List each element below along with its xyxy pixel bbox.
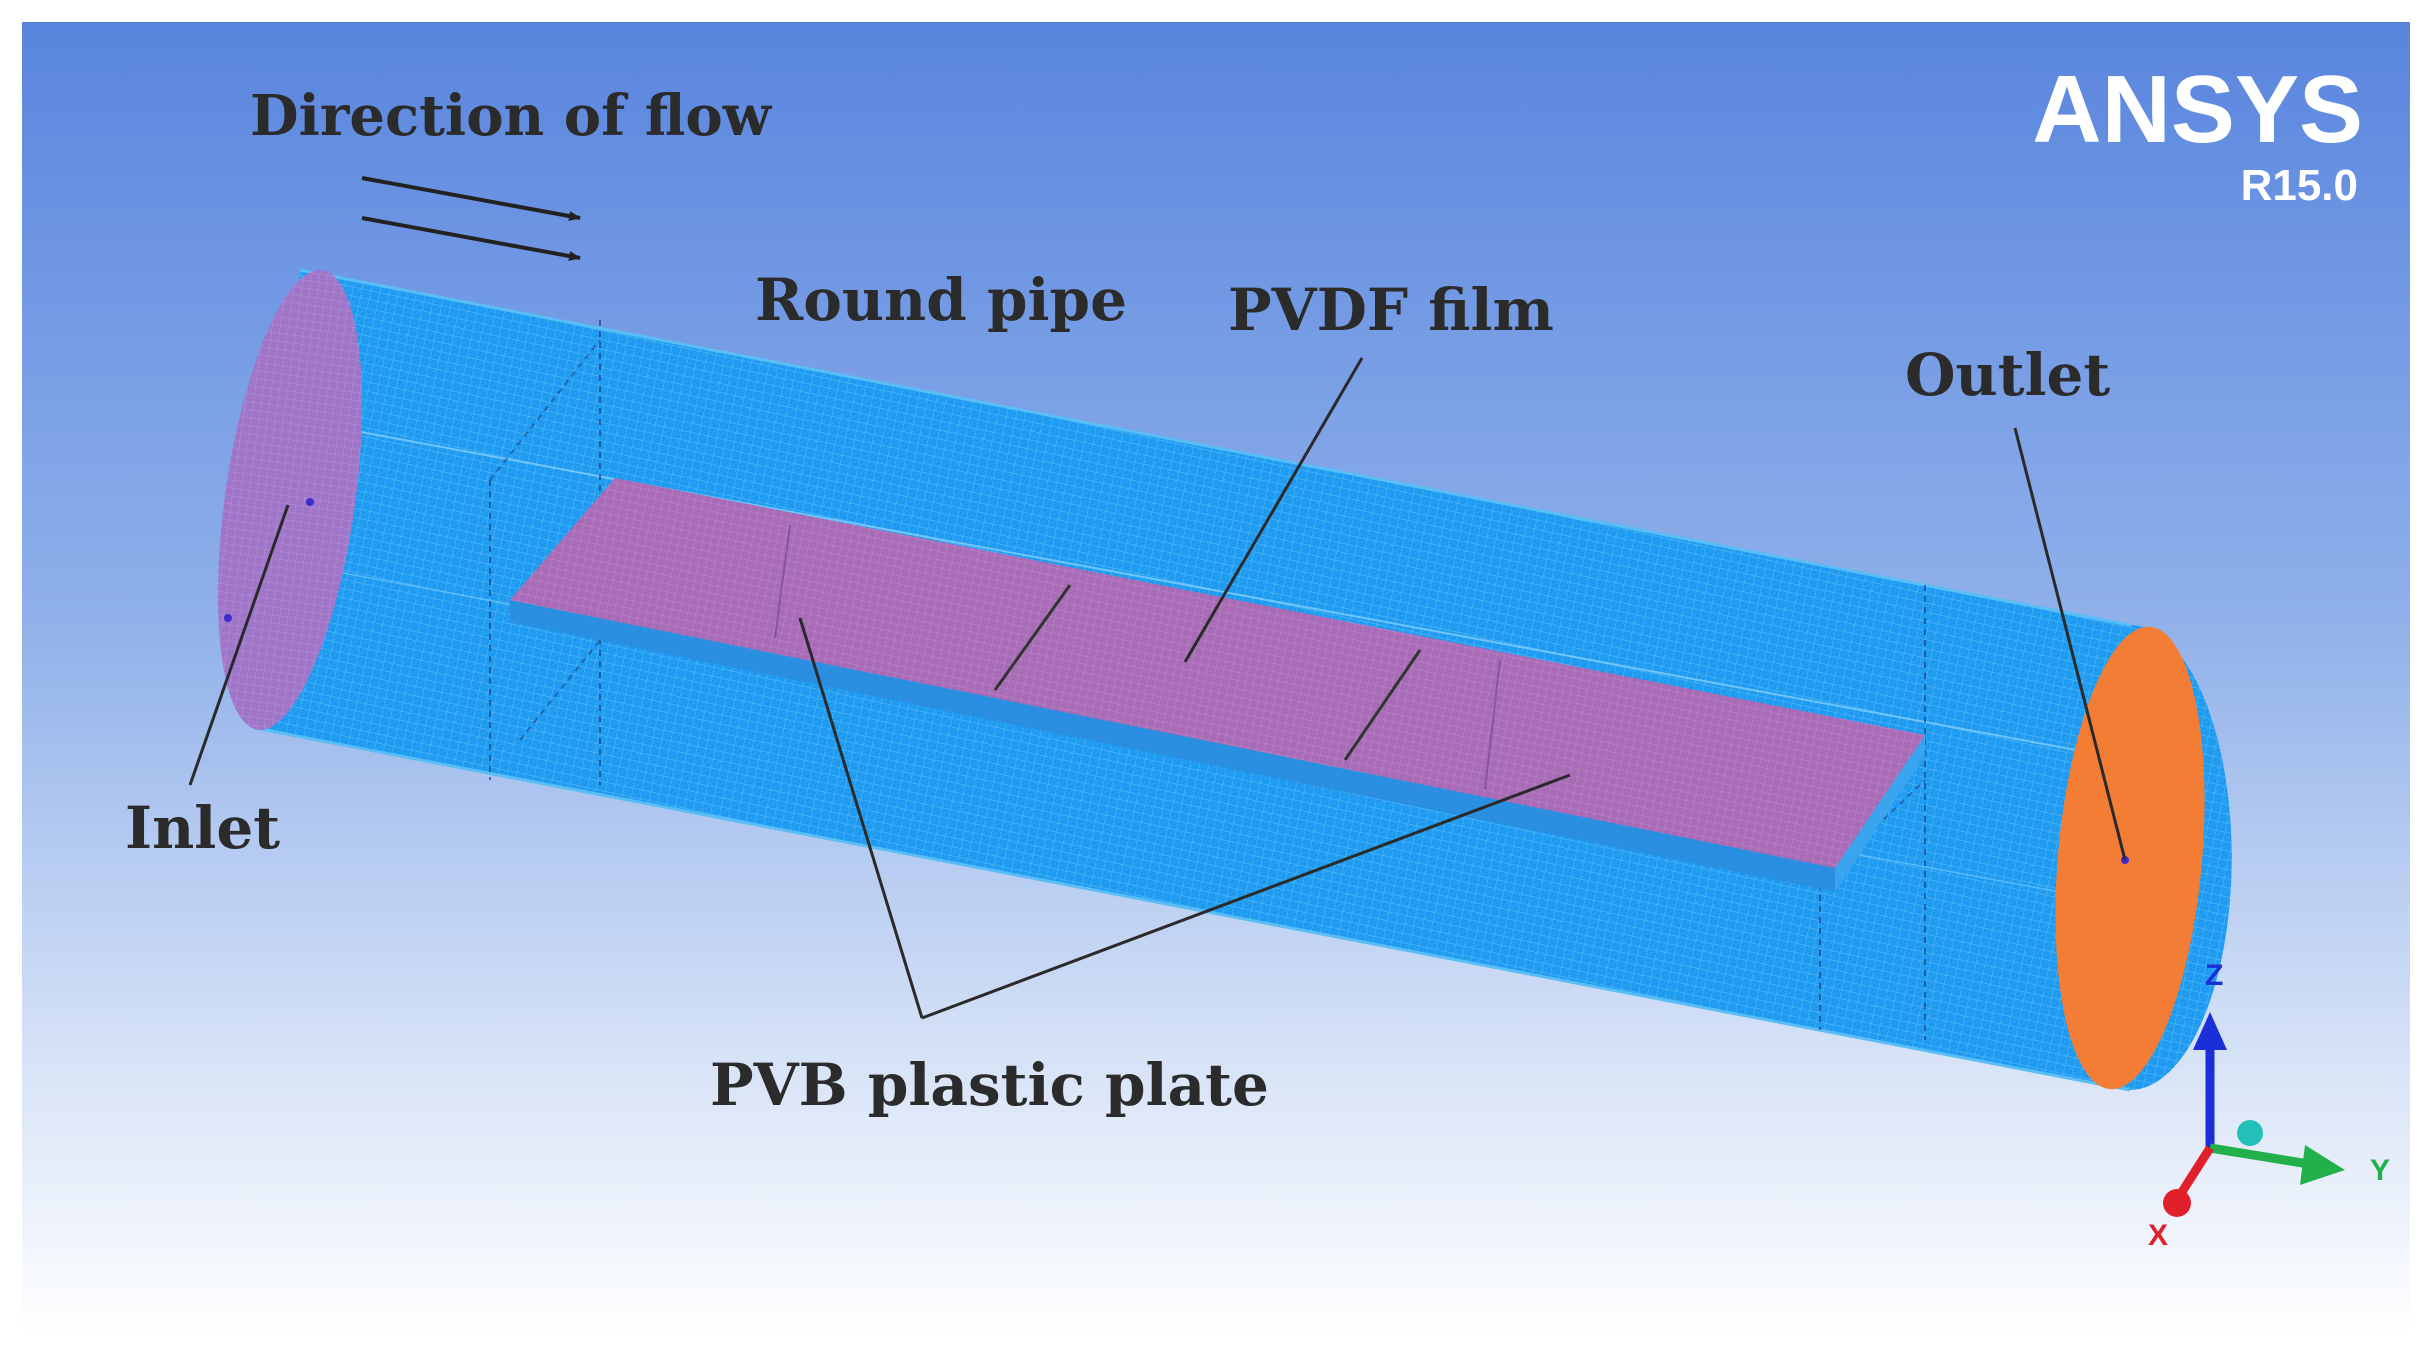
outlet-label: Outlet	[1905, 341, 2110, 409]
axis-z-label: Z	[2205, 959, 2223, 992]
ansys-logo: ANSYS R15.0	[2032, 56, 2363, 210]
pvb-plastic-plate	[510, 600, 1925, 892]
pvb-leader-line-left	[798, 617, 924, 1019]
ansys-logo-version: R15.0	[2241, 161, 2358, 210]
axis-x-label: X	[2148, 1219, 2168, 1252]
outlet-leader-line	[2013, 427, 2127, 861]
inlet-face	[217, 270, 363, 730]
inlet-label: Inlet	[125, 794, 280, 862]
axis-triad: Z Y X	[2148, 959, 2390, 1252]
pvdf-film-label: PVDF film	[1228, 276, 1554, 344]
axis-y-label: Y	[2370, 1154, 2390, 1187]
inlet-leader-line	[188, 504, 290, 786]
pvb-plastic-plate-label: PVB plastic plate	[710, 1051, 1269, 1119]
round-pipe-label: Round pipe	[755, 266, 1127, 334]
leader-lines	[188, 357, 2127, 1020]
pvdf-film	[510, 478, 1925, 868]
ansys-logo-name: ANSYS	[2032, 56, 2363, 163]
direction-of-flow-label: Direction of flow	[250, 83, 773, 149]
pvdf-leader-line	[1183, 357, 1364, 663]
flow-direction-arrows	[361, 176, 581, 261]
pvb-leader-line-right	[921, 773, 1571, 1020]
